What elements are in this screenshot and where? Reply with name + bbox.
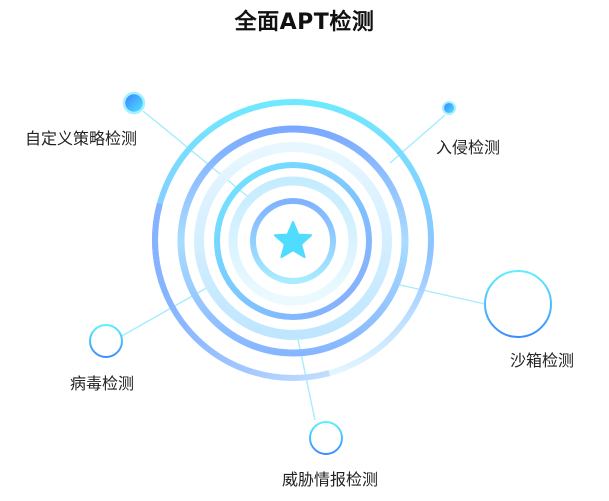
label-intrusion: 入侵检测	[436, 138, 501, 157]
star-icon	[273, 221, 313, 259]
connector-sandbox	[399, 284, 486, 305]
ring-6	[250, 198, 336, 284]
concentric-rings	[152, 99, 434, 381]
label-threat-intel: 威胁情报检测	[282, 470, 379, 489]
node-custom-policy[interactable]	[122, 91, 146, 115]
ring-3	[194, 142, 392, 340]
node-threat-intel-circle	[309, 421, 343, 455]
node-intrusion-dot	[442, 101, 456, 115]
ring-4	[214, 162, 372, 320]
node-custom-policy-dot	[122, 91, 146, 115]
node-virus[interactable]	[89, 324, 123, 358]
ring-2	[177, 125, 409, 357]
node-intrusion[interactable]	[442, 101, 456, 115]
node-threat-intel[interactable]	[309, 421, 343, 455]
label-custom-policy: 自定义策略检测	[25, 129, 138, 148]
ring-5	[228, 176, 358, 306]
connector-custom-policy	[142, 110, 253, 201]
page-title: 全面APT检测	[234, 10, 375, 35]
label-sandbox: 沙箱检测	[510, 351, 575, 370]
node-sandbox[interactable]	[484, 270, 552, 338]
ring-outer-left-shade	[152, 99, 434, 381]
node-virus-circle	[89, 324, 123, 358]
label-virus: 病毒检测	[70, 374, 135, 393]
node-sandbox-circle	[484, 270, 552, 338]
